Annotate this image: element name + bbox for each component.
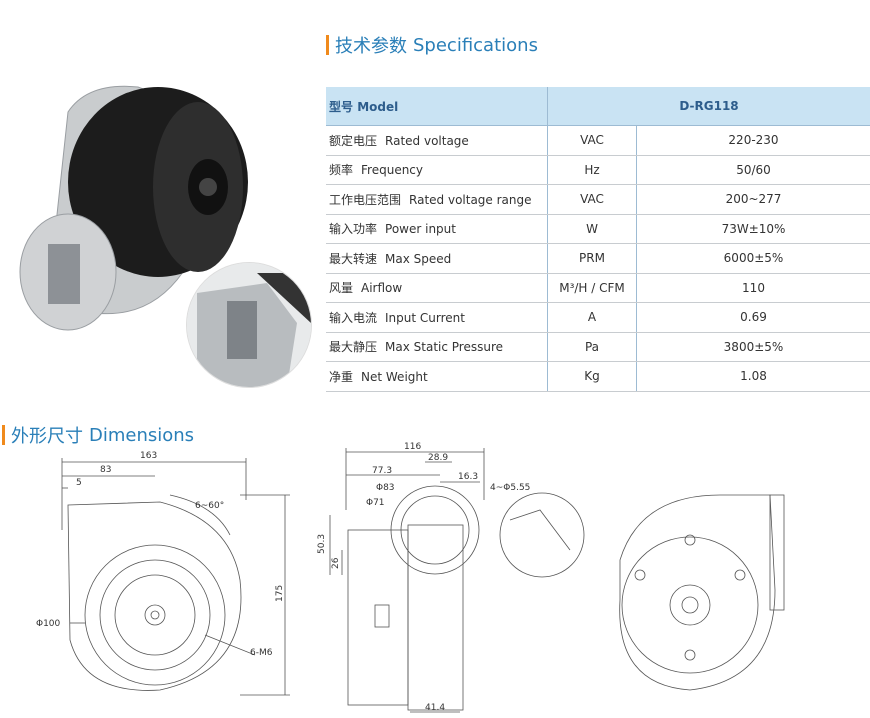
model-label-cn: 型号 (329, 99, 354, 114)
model-row: 型号 Model D-RG118 (326, 87, 870, 126)
spec-value: 200~277 (636, 184, 870, 215)
dim-holes: 4~Φ5.55 (490, 483, 530, 493)
dim-phi100: Φ100 (36, 619, 61, 629)
model-value: D-RG118 (547, 87, 870, 126)
dim-title-cn: 外形尺寸 (11, 426, 83, 447)
spec-name-en: Rated voltage (385, 133, 469, 148)
spec-unit: Pa (547, 332, 637, 362)
spec-name-cn: 输入电流 (329, 310, 378, 325)
title-accent-bar (2, 425, 5, 445)
spec-value: 1.08 (636, 361, 870, 392)
spec-name-cn: 输入功率 (329, 222, 378, 237)
product-photo (19, 85, 248, 331)
dim-phi71: Φ71 (366, 498, 385, 508)
dim-phi83: Φ83 (376, 483, 395, 493)
spec-name-cn: 最大转速 (329, 251, 378, 266)
spec-unit: VAC (547, 125, 637, 156)
spec-unit: A (547, 302, 637, 333)
dim-angle: 6~60° (195, 501, 224, 511)
spec-name-cn: 最大静压 (329, 340, 378, 355)
dim-6-m6: 6-M6 (250, 648, 273, 658)
dim-28-9: 28.9 (428, 453, 448, 463)
spec-unit: W (547, 214, 637, 244)
dim-26: 26 (331, 557, 341, 569)
spec-name-en: Airflow (361, 281, 403, 296)
spec-name-en: Input Current (385, 310, 465, 325)
dim-41-4: 41.4 (425, 703, 445, 713)
dim-77-3: 77.3 (372, 466, 392, 476)
dim-83: 83 (100, 465, 111, 475)
model-label-en: Model (357, 99, 399, 114)
dim-163: 163 (140, 451, 157, 461)
spec-unit: Kg (547, 361, 637, 392)
spec-name-cn: 净重 (329, 369, 354, 384)
spec-name-en: Max Static Pressure (385, 340, 504, 355)
spec-unit: VAC (547, 184, 637, 215)
detail-zoom-image (186, 262, 312, 388)
spec-name-en: Power input (385, 222, 456, 237)
spec-unit: Hz (547, 155, 637, 185)
spec-value: 110 (636, 273, 870, 303)
spec-name-en: Net Weight (361, 369, 428, 384)
spec-name-cn: 额定电压 (329, 133, 378, 148)
spec-name-en: Frequency (361, 163, 424, 178)
spec-unit: M³/H / CFM (547, 273, 637, 303)
spec-name-cn: 工作电压范围 (329, 192, 402, 207)
spec-value: 0.69 (636, 302, 870, 333)
dim-16-3: 16.3 (458, 472, 478, 482)
dimension-drawings: 163 83 5 6~60° Φ100 175 6-M6 116 28.9 77… (36, 442, 785, 713)
dim-116: 116 (404, 442, 421, 452)
spec-value: 6000±5% (636, 243, 870, 274)
spec-value: 3800±5% (636, 332, 870, 362)
spec-title-cn: 技术参数 (335, 36, 407, 57)
dim-5: 5 (76, 478, 82, 488)
title-accent-bar (326, 35, 329, 55)
spec-name-en: Max Speed (385, 251, 452, 266)
spec-value: 73W±10% (636, 214, 870, 244)
specifications-title: 技术参数 Specifications (326, 32, 538, 58)
spec-name-en: Rated voltage range (409, 192, 532, 207)
spec-value: 220-230 (636, 125, 870, 156)
spec-name-cn: 频率 (329, 163, 354, 178)
dim-175: 175 (275, 585, 285, 602)
spec-unit: PRM (547, 243, 637, 274)
spec-value: 50/60 (636, 155, 870, 185)
dimensions-title: 外形尺寸 Dimensions (2, 422, 194, 448)
spec-name-cn: 风量 (329, 281, 354, 296)
dim-50-3: 50.3 (317, 534, 327, 554)
dim-title-en: Dimensions (89, 424, 195, 446)
spec-title-en: Specifications (413, 34, 538, 56)
